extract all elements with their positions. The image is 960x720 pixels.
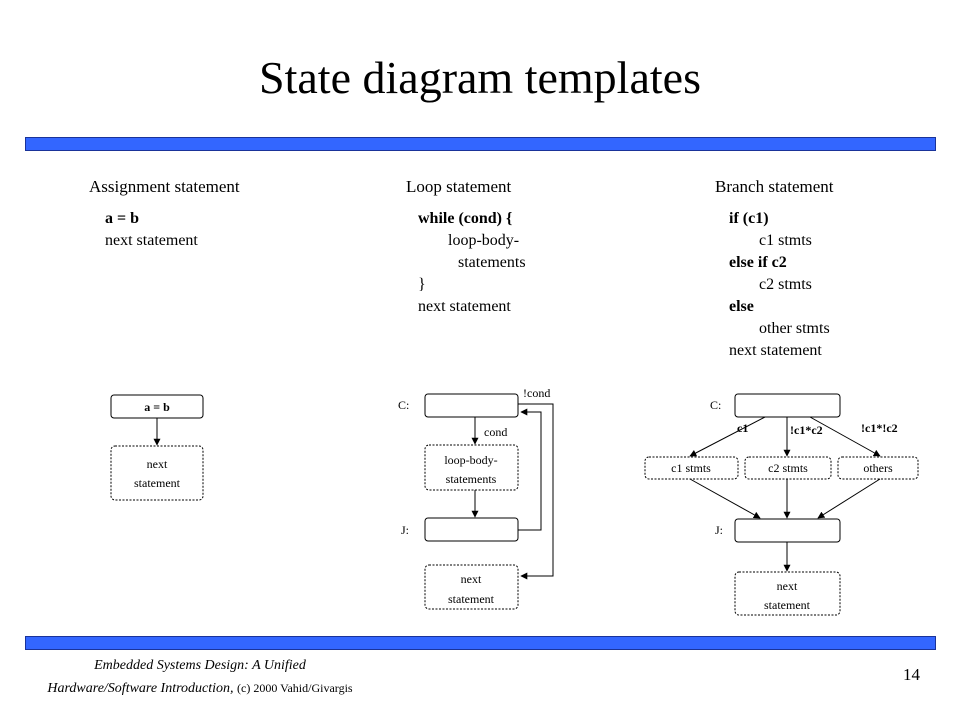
branch-c2-label: !c1*c2 (790, 423, 823, 437)
branch-c1-arrow (689, 416, 766, 457)
footer-line2: Hardware/Software Introduction, (c) 2000… (0, 678, 410, 699)
assignment-heading: Assignment statement (89, 177, 240, 196)
branch-others-label: !c1*!c2 (861, 421, 898, 435)
footer-copyright: (c) 2000 Vahid/Givargis (237, 681, 353, 695)
loop-join-box (424, 517, 519, 542)
branch-next-line1: next (777, 579, 798, 593)
assignment-code: a = b next statement (105, 208, 198, 252)
loop-c-label: C: (398, 398, 409, 412)
code-line: loop-body- (448, 232, 520, 249)
branch-c1-label: c1 (737, 421, 748, 435)
page-number: 14 (903, 665, 920, 684)
loop-j-label: J: (401, 523, 409, 537)
code-line: c2 stmts (759, 276, 812, 293)
code-line: next statement (105, 232, 198, 249)
loop-body-line2: statements (446, 472, 497, 486)
loop-body-line1: loop-body- (444, 453, 497, 467)
loop-diagram: C: cond !cond loop-body- statements J: n… (398, 386, 554, 610)
footer-book-title: Hardware/Software Introduction, (47, 681, 234, 696)
loop-next-box (424, 564, 519, 610)
code-line: else if c2 (729, 254, 787, 271)
loop-not-cond-label: !cond (523, 386, 550, 400)
code-line: } (418, 276, 426, 293)
branch-diagram: C: c1 !c1*c2 !c1*!c2 c1 stmts c2 stmts o… (644, 393, 919, 616)
branch-heading: Branch statement (715, 177, 834, 196)
branch-others-join-arrow (817, 478, 881, 519)
code-line: next statement (729, 342, 822, 359)
loop-exit-edge (518, 403, 554, 580)
footer-line1: Embedded Systems Design: A Unified (94, 658, 306, 673)
code-line: while (cond) { (418, 210, 513, 227)
loop-cond-label: cond (484, 425, 507, 439)
code-line: statements (458, 254, 526, 271)
top-divider-bar (25, 137, 936, 151)
code-line: c1 stmts (759, 232, 812, 249)
branch-c1-join-arrow (689, 478, 761, 519)
branch-c-label: C: (710, 398, 721, 412)
assignment-diagram: a = b next statement (110, 394, 204, 501)
loop-code: while (cond) { loop-body- statements } n… (418, 208, 526, 318)
loop-heading: Loop statement (406, 177, 512, 196)
assignment-next-line1: next (147, 457, 168, 471)
branch-c2-box (744, 456, 832, 480)
branch-join-box (734, 518, 841, 543)
code-line: a = b (105, 210, 140, 227)
bottom-divider-bar (25, 636, 936, 650)
assignment-next-line2: statement (134, 476, 181, 490)
branch-others-text: others (863, 461, 893, 475)
branch-c1-stmts: c1 stmts (671, 461, 711, 475)
branch-others-arrow (809, 416, 881, 457)
branch-next-box (734, 571, 841, 616)
branch-next-line2: statement (764, 598, 811, 612)
code-line: other stmts (759, 320, 830, 337)
branch-others-box (837, 456, 919, 480)
code-line: next statement (418, 298, 511, 315)
branch-code: if (c1) c1 stmts else if c2 c2 stmts els… (729, 208, 830, 362)
loop-back-edge (518, 408, 542, 531)
branch-j-label: J: (715, 523, 723, 537)
assignment-next-box (110, 445, 204, 501)
branch-c1-box (644, 456, 739, 480)
slide-title: State diagram templates (259, 52, 701, 103)
branch-c2-stmts: c2 stmts (768, 461, 808, 475)
code-line: else (729, 298, 754, 315)
loop-next-line1: next (461, 572, 482, 586)
assignment-state-label: a = b (144, 400, 170, 414)
loop-condition-box (424, 393, 519, 418)
code-line: if (c1) (729, 210, 769, 227)
loop-body-box (424, 444, 519, 491)
branch-condition-box (734, 393, 841, 418)
loop-next-line2: statement (448, 592, 495, 606)
